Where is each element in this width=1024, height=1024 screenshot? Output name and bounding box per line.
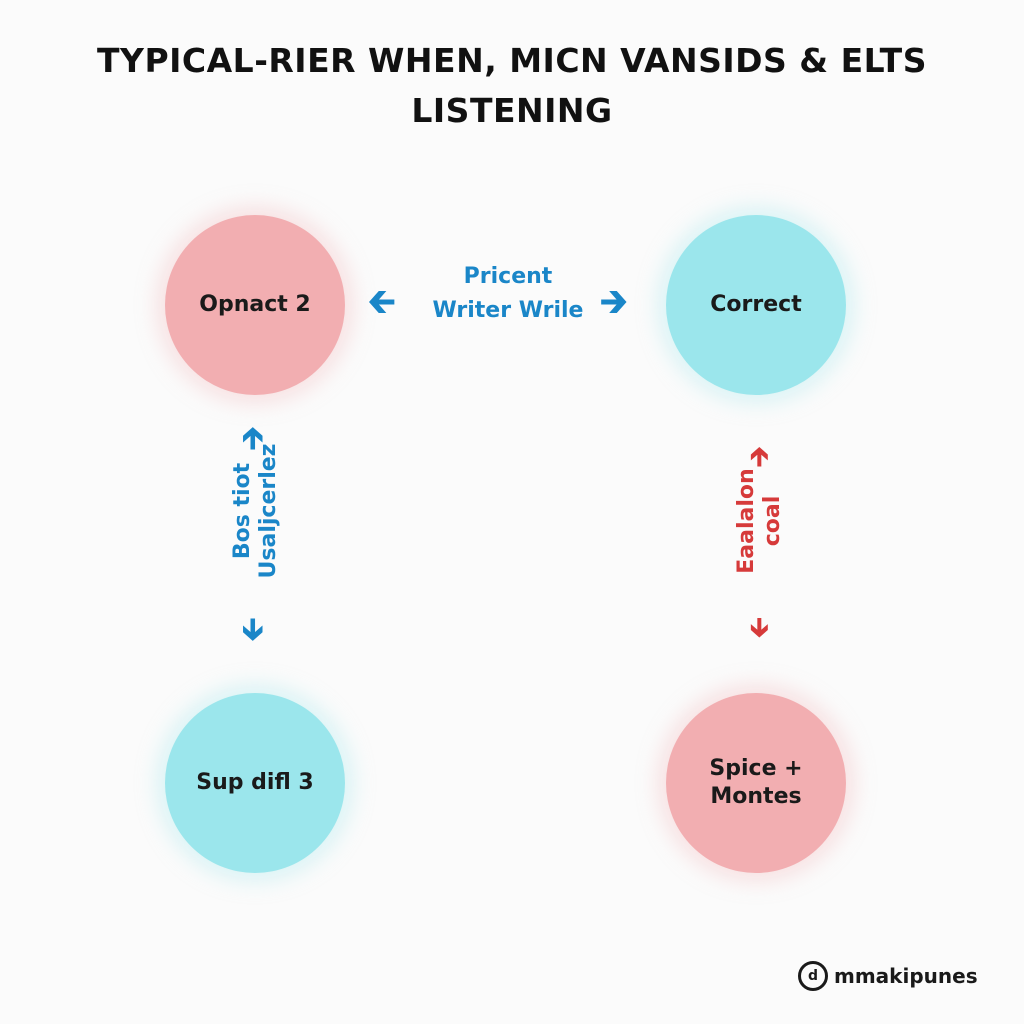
logo-text: mmakipunes bbox=[834, 964, 978, 988]
edge-top-label: Pricent Writer Wrile bbox=[408, 260, 608, 328]
arrow-down-right-icon: 🡳 bbox=[750, 613, 769, 643]
brand-logo: d mmakipunes bbox=[798, 958, 978, 994]
title-line-1: TYPICAL-RIER WHEN, MICN VANSIDS & ELTS bbox=[97, 41, 927, 80]
edge-left-label-2: Usaljcerlez bbox=[256, 443, 281, 579]
node-bottom-left: Sup difl 3 bbox=[165, 693, 345, 873]
title-line-2: LISTENING bbox=[411, 91, 613, 130]
node-top-left: Opnact 2 bbox=[165, 215, 345, 395]
node-top-right-label: Correct bbox=[710, 292, 802, 317]
node-bottom-left-label: Sup difl 3 bbox=[196, 770, 314, 795]
node-top-left-label: Opnact 2 bbox=[199, 292, 311, 317]
diagram-title: TYPICAL-RIER WHEN, MICN VANSIDS & ELTS L… bbox=[0, 36, 1024, 136]
edge-right-label-1: Eaalalon bbox=[734, 468, 759, 574]
edge-left-label: Bos tiot Usaljcerlez bbox=[230, 411, 282, 611]
edge-right-label: Eaalalon coal bbox=[734, 421, 786, 621]
edge-left-label-1: Bos tiot bbox=[230, 462, 255, 560]
logo-mark-icon: d bbox=[798, 961, 828, 991]
arrow-down-left-icon: 🡳 bbox=[242, 612, 264, 647]
edge-right-label-2: coal bbox=[760, 495, 785, 547]
edge-top-label-1: Pricent bbox=[463, 264, 553, 289]
arrow-right-icon: 🡲 bbox=[600, 282, 628, 322]
node-top-right: Correct bbox=[666, 215, 846, 395]
node-bottom-right: Spice + Montes bbox=[666, 693, 846, 873]
arrow-left-icon: 🡰 bbox=[368, 282, 396, 322]
node-bottom-right-label-1: Spice + bbox=[709, 756, 803, 781]
arrow-up-left-icon: 🡱 bbox=[242, 421, 264, 456]
node-bottom-right-label-2: Montes bbox=[710, 784, 802, 809]
arrow-up-right-icon: 🡱 bbox=[750, 442, 769, 472]
edge-top-label-2: Writer Wrile bbox=[432, 298, 584, 323]
